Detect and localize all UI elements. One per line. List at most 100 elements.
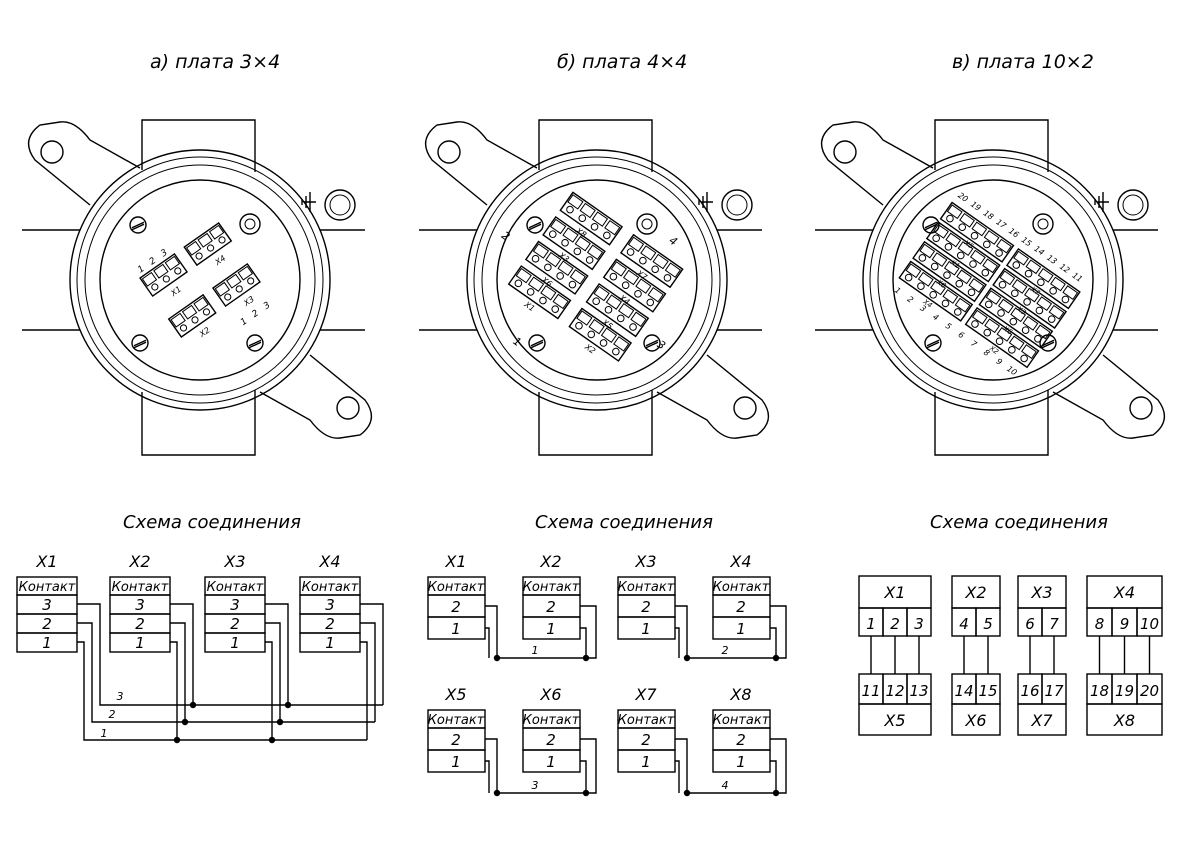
pin-number: 14 — [954, 682, 973, 700]
screw-slot — [530, 341, 544, 349]
ground-screw — [1117, 189, 1149, 221]
pin-number: 6 — [956, 330, 965, 340]
terminal-screw — [997, 309, 1005, 317]
terminal-screw — [1034, 334, 1042, 343]
pin-number: 19 — [1115, 682, 1134, 700]
mount-hole — [1129, 396, 1153, 420]
contact-header: Контакт — [19, 580, 76, 595]
wire-pair — [675, 738, 787, 794]
terminal-screw — [526, 288, 535, 296]
terminal-screw — [663, 274, 672, 282]
terminal-screw — [946, 214, 954, 223]
wire — [265, 641, 273, 740]
conduit-right — [1113, 229, 1158, 331]
pin-number: 10 — [1140, 615, 1159, 633]
title-board-a: а) плата 3×4 — [150, 51, 280, 73]
terminal-clamp — [605, 294, 623, 310]
title-board-c: в) плата 10×2 — [952, 51, 1094, 73]
ground-lines — [1094, 192, 1109, 212]
strip-body — [898, 260, 974, 322]
enclosure-inner-ring — [892, 179, 1094, 381]
terminal-clamp — [942, 289, 959, 304]
terminal-block — [925, 221, 1001, 283]
screw-slot — [528, 221, 542, 229]
strip-body — [912, 240, 987, 303]
terminal-block-x3 — [211, 262, 261, 308]
terminal-clamp — [1011, 279, 1028, 294]
terminal-clamp — [933, 223, 949, 239]
contact-number: 1 — [230, 634, 240, 652]
ground-lines — [301, 192, 316, 212]
terminal-screw — [551, 305, 560, 313]
terminal-screw — [1049, 287, 1057, 295]
terminal-clamp — [550, 218, 567, 235]
block-label: X2 — [539, 552, 561, 571]
junction-dot — [284, 701, 292, 709]
contact-number: 2 — [736, 731, 746, 749]
terminal-screw — [932, 234, 940, 243]
terminal-clamp — [1050, 276, 1066, 292]
terminal-clamp — [640, 245, 657, 261]
conduit-left — [815, 229, 873, 331]
block-label: X5 — [444, 685, 466, 704]
strip-body — [925, 221, 1001, 283]
contact-number: 1 — [451, 753, 461, 771]
side-number: 2 — [499, 229, 512, 244]
screw-slot — [133, 339, 147, 347]
pin-number: 9 — [1120, 615, 1130, 633]
pin-number: 7 — [969, 339, 979, 350]
terminal-clamp — [193, 296, 209, 312]
mount-lug-top — [820, 121, 934, 206]
side-number: 4 — [666, 234, 679, 249]
strip-body — [568, 307, 633, 362]
terminal-screw — [1011, 289, 1019, 298]
terminal-block — [992, 267, 1068, 329]
connector-label: X2 — [964, 583, 986, 602]
pin-number: 13 — [909, 682, 928, 700]
terminal-clamp — [984, 318, 1000, 334]
bus-label: 1 — [532, 644, 539, 657]
wire — [360, 603, 384, 705]
pin-number: 3 — [914, 615, 924, 633]
terminal-clamp — [600, 327, 618, 344]
pin-number: 5 — [944, 321, 953, 331]
terminal-screw — [195, 252, 203, 260]
terminal-clamp — [664, 262, 682, 278]
strip-body — [619, 233, 684, 289]
wire — [580, 627, 587, 658]
terminal-screw — [218, 236, 226, 244]
terminal-block — [939, 201, 1015, 263]
terminal-clamp — [931, 252, 948, 268]
terminal-clamp — [630, 311, 647, 328]
terminal-clamp — [214, 281, 231, 297]
terminal-screw — [1009, 317, 1018, 326]
terminal-screw — [206, 244, 215, 252]
connector-label: X6 — [964, 711, 986, 730]
block-label-x4: X4 — [213, 254, 228, 268]
enclosure-inner-ring — [99, 179, 301, 381]
terminal-block — [585, 282, 650, 338]
strip-body — [542, 215, 606, 271]
junction-dot — [772, 789, 780, 797]
screw-head — [246, 334, 264, 352]
terminal-screw — [162, 275, 170, 283]
strip-body — [524, 240, 589, 295]
terminal-clamp — [647, 286, 664, 303]
pin-number: 13 — [1045, 253, 1059, 266]
screw-slot — [248, 341, 262, 349]
terminal-clamp — [945, 232, 962, 248]
ground-screw-inner — [1122, 194, 1144, 216]
ground-screw-inner — [726, 194, 748, 216]
ground-screw — [721, 189, 753, 221]
strip-body — [992, 267, 1068, 329]
mount-lug-top — [424, 121, 538, 206]
junction-dot — [276, 718, 284, 726]
terminal-block — [524, 240, 589, 295]
terminal-block — [978, 287, 1054, 349]
terminal-screw — [612, 347, 620, 356]
mount-hole — [733, 396, 757, 420]
terminal-screw — [1012, 261, 1021, 269]
pin-number: 12 — [1058, 262, 1072, 275]
